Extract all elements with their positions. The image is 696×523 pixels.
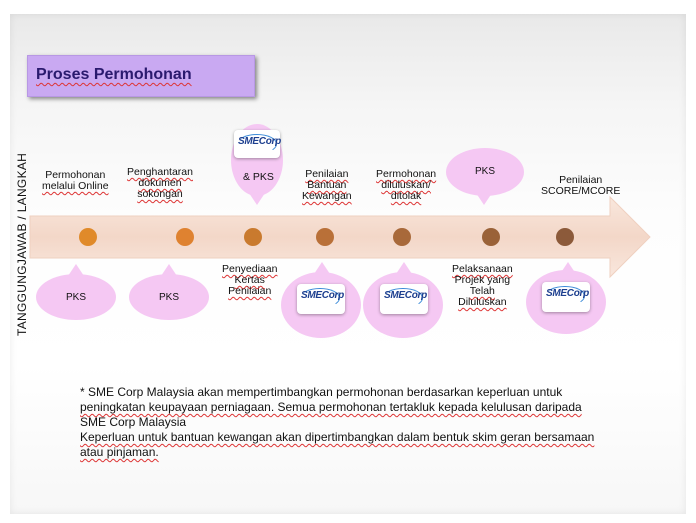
footnote-line: peningkatan keupayaan perniagaan. Semua … (80, 400, 582, 414)
step-dot-1 (79, 228, 97, 246)
smecorp-logo: SMECorp (234, 130, 281, 158)
title-box: Proses Permohonan (27, 55, 255, 97)
step-label-penyediaan-kertas: Penyediaan Kertas Penilaian (222, 263, 278, 297)
step-dot-3 (244, 228, 262, 246)
step-label-permohonan-diluluskan: Permohonan diluluskan/ ditolak (376, 168, 437, 202)
bubble-pks-2 (129, 274, 209, 320)
bubble-pks-top-label: PKS (474, 166, 495, 177)
step-label-penilaian-score: Penilaian SCORE/MCORE (541, 174, 621, 197)
footnote-line: SME Corp Malaysia (80, 415, 187, 429)
step-label-permohonan-online: Permohonan melalui Online (42, 169, 109, 192)
step-label-penghantaran-dokumen: Penghantaran dokumen sokongan (127, 166, 193, 200)
bubble-tail (161, 264, 177, 276)
bubble-tail (396, 262, 412, 274)
step-label-penilaian-bantuan: Penilaian Bantuan Kewangan (302, 168, 352, 202)
bubble-tail (249, 193, 265, 205)
step-label-and-pks: & PKS (243, 171, 274, 183)
footnote-line: Keperluan untuk bantuan kewangan akan di… (80, 430, 595, 444)
step-dot-5 (393, 228, 411, 246)
footnote-line: atau pinjaman. (80, 445, 159, 459)
smecorp-logo: SMECorp (380, 284, 428, 314)
step-dot-2 (176, 228, 194, 246)
footnote-line: * SME Corp Malaysia akan mempertimbangka… (80, 385, 563, 399)
step-label-pelaksanaan-projek: Pelaksanaan Projek yang Telah Diluluskan (452, 263, 513, 308)
bubble-tail (476, 193, 492, 205)
step-dot-4 (316, 228, 334, 246)
footnote: * SME Corp Malaysia akan mempertimbangka… (80, 385, 660, 460)
page-title: Proses Permohonan (36, 66, 192, 83)
bubble-pks-1 (36, 274, 116, 320)
bubble-pks-top (446, 148, 524, 196)
bubble-pks-2-label: PKS (158, 292, 179, 303)
bubble-pks-1-label: PKS (65, 292, 86, 303)
smecorp-logo: SMECorp (297, 284, 345, 314)
bubble-tail (314, 262, 330, 274)
step-dot-6 (482, 228, 500, 246)
smecorp-logo: SMECorp (542, 282, 590, 312)
step-dot-7 (556, 228, 574, 246)
bubble-tail (68, 264, 84, 276)
